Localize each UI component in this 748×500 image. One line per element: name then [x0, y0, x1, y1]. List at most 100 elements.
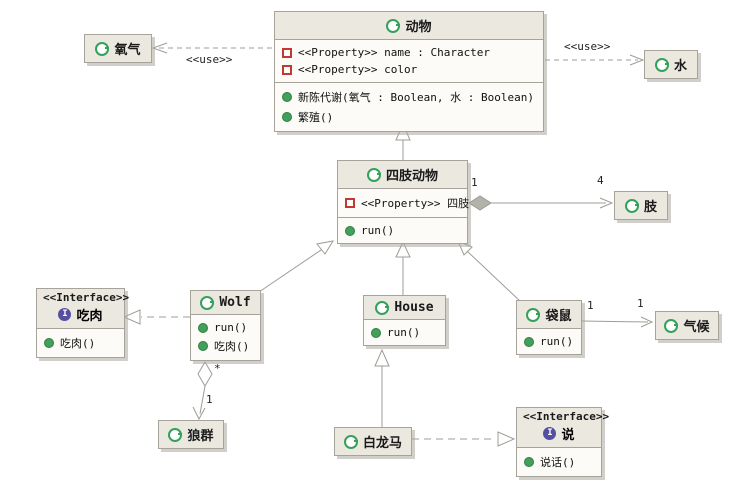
- method-row[interactable]: run(): [524, 333, 574, 350]
- class-animal-attributes: <<Property>> name : Character <<Property…: [275, 39, 543, 82]
- class-name: 白龙马: [362, 436, 402, 451]
- method-text: run(): [214, 321, 248, 334]
- property-icon: [345, 198, 355, 208]
- method-icon: [371, 327, 381, 338]
- method-icon: [198, 341, 208, 351]
- interface-icon: I: [543, 427, 557, 440]
- realization-whitehorse-speak[interactable]: [412, 431, 516, 447]
- class-wolfpack-header: 狼群: [159, 421, 223, 448]
- method-row[interactable]: run(): [345, 222, 460, 239]
- method-text: 繁殖(): [298, 111, 334, 124]
- class-icon: [95, 41, 110, 56]
- multiplicity-composition-near: 1: [471, 176, 478, 189]
- method-row[interactable]: 说话(): [524, 452, 594, 472]
- class-name: 四肢动物: [385, 169, 438, 184]
- interface-stereotype: <<Interface>>: [43, 291, 130, 304]
- class-name: 水: [673, 59, 687, 74]
- generalization-quadruped-animal[interactable]: [395, 122, 411, 160]
- class-water-header: 水: [645, 51, 697, 78]
- interface-stereotype: <<Interface>>: [523, 410, 610, 423]
- class-quadruped-attributes: <<Property>> 四肢: [338, 188, 469, 217]
- class-icon: [366, 167, 381, 182]
- class-quadruped-header: 四肢动物: [338, 161, 467, 188]
- method-text: run(): [361, 224, 395, 237]
- attribute-row[interactable]: <<Property>> 四肢: [345, 193, 469, 213]
- dependency-animal-water[interactable]: [545, 54, 645, 66]
- method-row[interactable]: run(): [371, 324, 438, 341]
- method-icon: [345, 225, 355, 236]
- class-whitehorse[interactable]: 白龙马: [334, 427, 412, 456]
- generalization-kangaroo-quadruped[interactable]: [457, 240, 522, 303]
- generalization-wolf-quadruped[interactable]: [258, 240, 335, 293]
- method-row[interactable]: 新陈代谢(氧气 : Boolean, 水 : Boolean): [282, 87, 536, 107]
- attribute-row[interactable]: <<Property>> color: [282, 61, 536, 78]
- interface-speak-header: <<Interface>> I 说: [517, 408, 610, 447]
- attribute-text: <<Property>> 四肢: [361, 197, 470, 210]
- method-icon: [282, 112, 292, 122]
- class-quadruped[interactable]: 四肢动物 <<Property>> 四肢 run(): [337, 160, 469, 244]
- class-wolf[interactable]: Wolf run() 吃肉(): [190, 290, 261, 361]
- class-wolfpack[interactable]: 狼群: [158, 420, 224, 449]
- method-row[interactable]: 吃肉(): [198, 336, 253, 356]
- class-house[interactable]: House run(): [363, 295, 446, 346]
- method-icon: [282, 92, 292, 102]
- class-climate[interactable]: 气候: [655, 311, 719, 340]
- method-text: 说话(): [540, 456, 576, 469]
- class-wolf-methods: run() 吃肉(): [191, 314, 260, 360]
- class-kangaroo-methods: run(): [517, 328, 581, 354]
- dependency-animal-oxygen[interactable]: [151, 42, 272, 54]
- class-name: House: [394, 300, 434, 315]
- multiplicity-composition-far: 4: [597, 174, 604, 187]
- interface-speak-methods: 说话(): [517, 447, 601, 476]
- attribute-text: <<Property>> color: [298, 63, 418, 76]
- class-icon: [654, 57, 669, 72]
- class-icon: [200, 295, 215, 310]
- class-icon: [168, 427, 183, 442]
- class-oxygen-header: 氧气: [85, 35, 151, 62]
- multiplicity-association-near: 1: [587, 299, 594, 312]
- multiplicity-association-far: 1: [637, 297, 644, 310]
- method-text: 新陈代谢(氧气 : Boolean, 水 : Boolean): [298, 91, 534, 104]
- method-row[interactable]: run(): [198, 319, 253, 336]
- class-name: 氧气: [114, 43, 141, 58]
- aggregation-wolf-wolfpack[interactable]: [192, 361, 213, 421]
- multiplicity-aggregation-near: *: [214, 362, 221, 375]
- method-text: run(): [540, 335, 574, 348]
- method-row[interactable]: 繁殖(): [282, 107, 536, 127]
- method-row[interactable]: 吃肉(): [44, 333, 117, 353]
- class-limb[interactable]: 肢: [614, 191, 668, 220]
- class-animal[interactable]: 动物 <<Property>> name : Character <<Prope…: [274, 11, 544, 132]
- class-wolf-header: Wolf: [191, 291, 260, 314]
- use-label-left: <<use>>: [186, 53, 233, 66]
- generalization-house-quadruped[interactable]: [395, 240, 411, 295]
- method-icon: [524, 457, 534, 467]
- interface-name: 吃肉: [76, 309, 103, 324]
- method-text: 吃肉(): [214, 340, 250, 353]
- attribute-row[interactable]: <<Property>> name : Character: [282, 44, 536, 61]
- composition-quadruped-limb[interactable]: [468, 195, 614, 211]
- realization-wolf-meateater[interactable]: [122, 309, 190, 325]
- class-animal-header: 动物: [275, 12, 543, 39]
- interface-speak[interactable]: <<Interface>> I 说 说话(): [516, 407, 610, 477]
- class-name: 袋鼠: [545, 309, 572, 324]
- method-text: run(): [387, 326, 421, 339]
- use-label-right: <<use>>: [564, 40, 611, 53]
- class-oxygen[interactable]: 氧气: [84, 34, 152, 63]
- method-text: 吃肉(): [60, 337, 96, 350]
- class-icon: [664, 318, 679, 333]
- class-kangaroo-header: 袋鼠: [517, 301, 581, 328]
- property-icon: [282, 64, 292, 75]
- class-name: Wolf: [219, 295, 251, 310]
- class-name: 气候: [683, 320, 710, 335]
- generalization-whitehorse-house[interactable]: [374, 348, 390, 427]
- class-quadruped-methods: run(): [338, 217, 467, 243]
- interface-meateater[interactable]: <<Interface>> I 吃肉 吃肉(): [36, 288, 130, 358]
- class-water[interactable]: 水: [644, 50, 698, 79]
- method-icon: [198, 322, 208, 333]
- class-kangaroo[interactable]: 袋鼠 run(): [516, 300, 582, 355]
- association-kangaroo-climate[interactable]: [581, 316, 654, 328]
- multiplicity-aggregation-far: 1: [206, 393, 213, 406]
- property-icon: [282, 47, 292, 58]
- class-icon: [375, 300, 390, 315]
